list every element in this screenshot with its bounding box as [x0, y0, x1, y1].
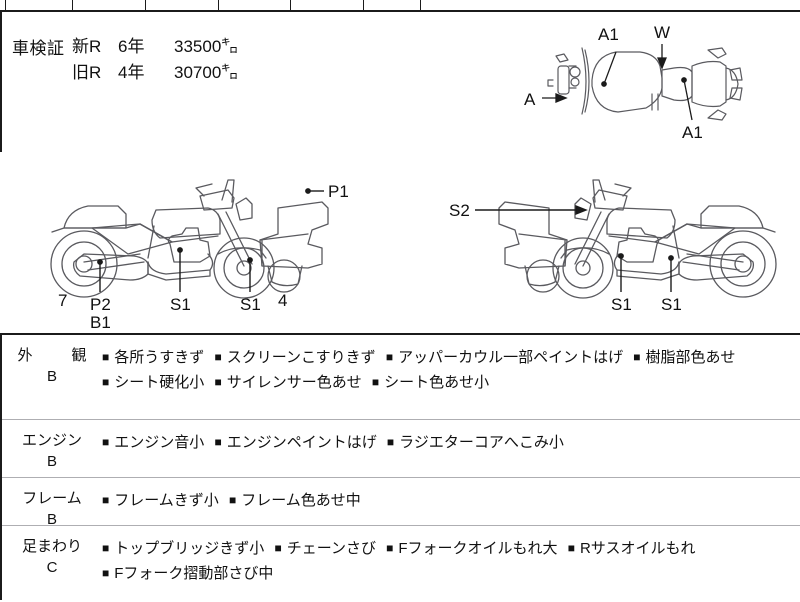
category-label: 足まわり — [21, 538, 82, 555]
condition-items-exterior: ■各所うすきず ■スクリーンこすりきず ■アッパーカウル一部ペイントはげ ■樹脂… — [102, 335, 800, 419]
condition-grade: B — [46, 453, 57, 470]
condition-item: ■樹脂部色あせ — [633, 349, 735, 366]
motorcycle-side-view-right: S2 S1 S1 — [445, 158, 800, 328]
registration-mileage: 33500㌔ — [174, 37, 239, 56]
condition-item: ■スクリーンこすりきず — [214, 349, 375, 366]
top-strip-divider — [363, 0, 364, 10]
bullet-icon: ■ — [102, 541, 110, 555]
motorcycle-side-view-left: P1 7 P2 B1 S1 S1 4 — [22, 158, 382, 328]
registration-kind: 新R — [72, 37, 102, 56]
bullet-icon: ■ — [214, 435, 222, 449]
registration-mileage: 30700㌔ — [174, 63, 239, 82]
condition-items-frame: ■フレームきず小 ■フレーム色あせ中 — [102, 478, 800, 525]
bullet-icon: ■ — [371, 375, 380, 389]
bullet-icon: ■ — [102, 435, 110, 449]
marker-label-a1-bottom: A1 — [682, 123, 703, 142]
top-strip-divider — [420, 0, 421, 10]
bullet-icon: ■ — [386, 541, 394, 555]
condition-item: ■フレームきず小 — [102, 492, 219, 509]
condition-category-engine: エンジン B — [2, 420, 102, 477]
bullet-icon: ■ — [385, 350, 394, 364]
condition-category-frame: フレーム B — [2, 478, 102, 528]
category-label: フレーム — [22, 490, 82, 507]
condition-row-exterior: 外 観 B ■各所うすきず ■スクリーンこすりきず ■アッパーカウル一部ペイント… — [2, 335, 800, 420]
registration-kind: 旧R — [72, 63, 102, 82]
bullet-icon: ■ — [102, 566, 110, 580]
registration-block: 車検証 新R 6年 33500㌔ 旧R 4年 30700㌔ — [0, 12, 800, 152]
registration-row: 新R 6年 33500㌔ — [72, 34, 238, 60]
registration-year: 6年 — [118, 37, 145, 56]
condition-item: ■エンジン音小 — [102, 434, 204, 451]
top-strip-divider — [5, 0, 6, 10]
marker-label-s1-a: S1 — [611, 295, 632, 314]
marker-label-p2: P2 — [90, 295, 111, 314]
marker-label-s1-b: S1 — [661, 295, 682, 314]
condition-item: ■ラジエターコアへこみ小 — [387, 434, 564, 451]
top-table-strip — [0, 0, 800, 12]
bullet-icon: ■ — [214, 350, 222, 364]
condition-item: ■トップブリッジきず小 — [102, 540, 264, 557]
marker-label-s2: S2 — [449, 201, 470, 220]
bullet-icon: ■ — [102, 350, 110, 364]
marker-label-a1-top: A1 — [598, 25, 619, 44]
registration-row: 旧R 4年 30700㌔ — [72, 60, 238, 86]
condition-table: 外 観 B ■各所うすきず ■スクリーンこすりきず ■アッパーカウル一部ペイント… — [0, 333, 800, 600]
condition-grade: B — [46, 511, 57, 528]
top-strip-divider — [290, 0, 291, 10]
marker-label-a: A — [524, 90, 536, 109]
marker-label-b1: B1 — [90, 313, 111, 328]
marker-label-4: 4 — [278, 291, 287, 310]
marker-label-s1-a: S1 — [170, 295, 191, 314]
motorcycle-top-view: A1 W A A1 — [520, 22, 785, 142]
condition-row-frame: フレーム B ■フレームきず小 ■フレーム色あせ中 — [2, 478, 800, 528]
condition-row-suspension: 足まわり C ■トップブリッジきず小 ■チェーンさび ■Fフォークオイルもれ大 … — [2, 526, 800, 602]
top-strip-divider — [145, 0, 146, 10]
bullet-icon: ■ — [102, 493, 110, 507]
condition-item: ■サイレンサー色あせ — [214, 374, 361, 391]
condition-item: ■エンジンペイントはげ — [214, 434, 376, 451]
bullet-icon: ■ — [386, 435, 395, 449]
bullet-icon: ■ — [214, 375, 222, 389]
condition-row-engine: エンジン B ■エンジン音小 ■エンジンペイントはげ ■ラジエターコアへこみ小 — [2, 420, 800, 478]
condition-items-suspension: ■トップブリッジきず小 ■チェーンさび ■Fフォークオイルもれ大 ■Rサスオイル… — [102, 526, 800, 602]
condition-item: ■Fフォークオイルもれ大 — [386, 540, 557, 557]
condition-item: ■各所うすきず — [102, 349, 204, 366]
top-strip-cutoff-text — [378, 0, 458, 3]
registration-year: 4年 — [118, 63, 145, 82]
registration-label: 車検証 — [12, 39, 65, 58]
top-strip-divider — [72, 0, 73, 10]
condition-item: ■シート色あせ小 — [372, 374, 489, 391]
marker-label-w: W — [654, 23, 670, 42]
registration-lines: 新R 6年 33500㌔ 旧R 4年 30700㌔ — [72, 34, 238, 86]
bullet-icon: ■ — [102, 375, 110, 389]
top-strip-divider — [218, 0, 219, 10]
condition-grade: C — [46, 559, 58, 576]
category-label: 外 観 — [17, 347, 99, 364]
condition-grade: B — [46, 368, 57, 385]
bullet-icon: ■ — [274, 541, 282, 555]
condition-item: ■フレーム色あせ中 — [229, 492, 361, 509]
condition-item: ■チェーンさび — [274, 540, 376, 557]
condition-item: ■アッパーカウル一部ペイントはげ — [386, 349, 623, 366]
condition-category-exterior: 外 観 B — [2, 335, 102, 419]
condition-category-suspension: 足まわり C — [2, 526, 102, 602]
condition-item: ■Fフォーク摺動部さび中 — [102, 565, 273, 582]
marker-label-7: 7 — [58, 291, 67, 310]
condition-item: ■Rサスオイルもれ — [568, 540, 696, 557]
marker-label-p1: P1 — [328, 182, 349, 201]
condition-items-engine: ■エンジン音小 ■エンジンペイントはげ ■ラジエターコアへこみ小 — [102, 420, 800, 477]
bullet-icon: ■ — [228, 493, 237, 507]
condition-item: ■シート硬化小 — [102, 374, 204, 391]
marker-label-s1-b: S1 — [240, 295, 261, 314]
bullet-icon: ■ — [633, 350, 641, 364]
category-label: エンジン — [21, 432, 82, 449]
bullet-icon: ■ — [567, 541, 575, 555]
